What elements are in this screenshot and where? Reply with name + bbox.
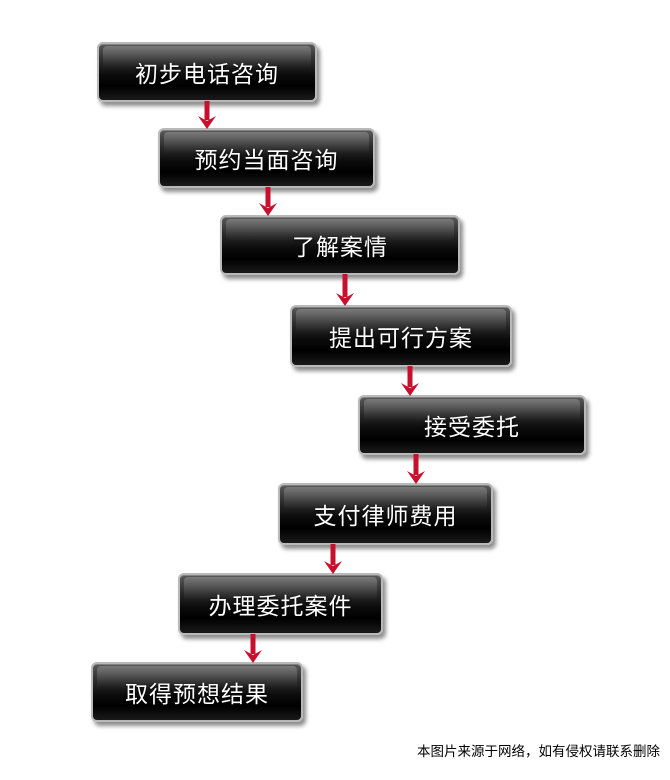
flow-step-7: 办理委托案件 — [178, 573, 383, 635]
down-arrow-icon — [257, 187, 279, 216]
flow-step-2: 预约当面咨询 — [158, 128, 375, 188]
flow-step-5: 接受委托 — [358, 395, 586, 455]
flow-step-label: 办理委托案件 — [208, 594, 353, 620]
flow-step-label: 预约当面咨询 — [194, 148, 339, 174]
flow-step-4: 提出可行方案 — [290, 305, 512, 367]
flow-step-1: 初步电话咨询 — [97, 42, 317, 102]
source-disclaimer: 本图片来源于网络，如有侵权请联系删除 — [417, 744, 660, 760]
flow-step-label: 了解案情 — [292, 235, 388, 261]
down-arrow-icon — [196, 101, 218, 129]
flow-step-label: 取得预想结果 — [125, 682, 269, 708]
down-arrow-icon — [334, 274, 356, 306]
down-arrow-icon — [242, 634, 264, 663]
flow-step-label: 提出可行方案 — [329, 326, 473, 352]
flow-step-label: 初步电话咨询 — [135, 62, 279, 88]
flow-step-6: 支付律师费用 — [278, 483, 493, 545]
down-arrow-icon — [405, 454, 427, 484]
down-arrow-icon — [399, 366, 421, 396]
flow-step-3: 了解案情 — [220, 215, 460, 275]
flow-step-8: 取得预想结果 — [91, 662, 303, 722]
down-arrow-icon — [322, 544, 344, 574]
flow-step-label: 支付律师费用 — [313, 504, 458, 530]
flow-step-label: 接受委托 — [424, 415, 520, 441]
